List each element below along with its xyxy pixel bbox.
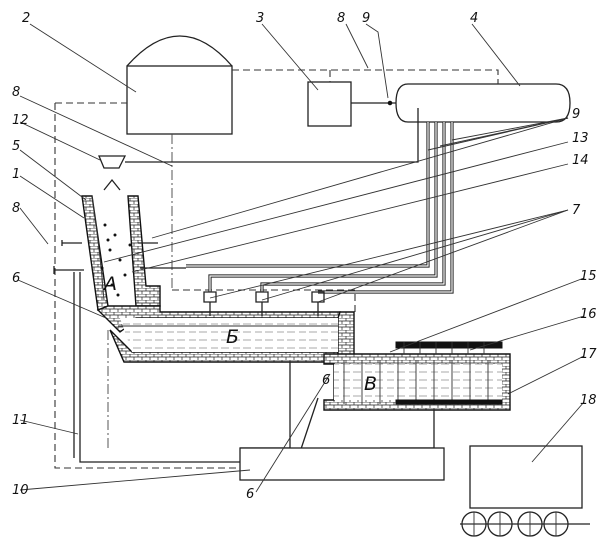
dashed-to-channel	[172, 289, 356, 316]
collector-unit	[239, 447, 445, 481]
shaft-furnace	[53, 195, 186, 311]
settling-channel	[96, 291, 355, 363]
pipe-4-core	[318, 122, 453, 293]
callout-6-bottom: 6	[246, 487, 254, 502]
callout-9-right: 9	[572, 107, 580, 122]
charge-material	[100, 223, 132, 297]
callout-16: 16	[580, 307, 597, 322]
node-dot	[387, 100, 393, 106]
horizontal-vessel	[395, 83, 571, 123]
callout-13: 13	[572, 131, 589, 146]
zone-label-b: Б	[226, 326, 239, 348]
burner	[98, 108, 419, 191]
return-line-2	[380, 410, 435, 449]
drain-line	[299, 397, 319, 453]
pipe-3-core	[261, 122, 445, 292]
callout-10: 10	[12, 483, 29, 498]
callout-15: 15	[580, 269, 597, 284]
callout-4: 4	[470, 11, 478, 26]
pipe-1-core	[186, 122, 429, 267]
gas-holder	[126, 35, 233, 135]
callout-6-chamber: 6	[322, 373, 330, 388]
callout-7: 7	[572, 203, 581, 218]
leader-lines	[17, 23, 585, 493]
zone-label-a: А	[102, 273, 117, 295]
callout-2: 2	[22, 11, 30, 26]
callout-8-lower: 8	[12, 201, 20, 216]
callout-labels: 2 3 8 9 4 8 12 5 1 8 6 11 10 6 9 13 14 7…	[12, 11, 597, 502]
rail-wagon	[460, 445, 590, 537]
callout-11: 11	[12, 413, 29, 428]
return-line-11	[79, 272, 240, 463]
dashed-line-top	[232, 69, 499, 84]
callout-6-left: 6	[12, 271, 20, 286]
callout-8-top: 8	[337, 11, 345, 26]
callout-18: 18	[580, 393, 597, 408]
tank-chamber	[323, 341, 511, 411]
callout-9-top: 9	[362, 11, 370, 26]
callout-1: 1	[12, 167, 20, 182]
pipe-1	[186, 122, 430, 268]
return-line-1	[240, 362, 291, 449]
callout-14: 14	[572, 153, 589, 168]
callout-3: 3	[256, 11, 264, 26]
callout-8-left: 8	[12, 85, 20, 100]
callout-5: 5	[12, 139, 20, 154]
callout-12: 12	[12, 113, 29, 128]
pipe-2-core	[209, 122, 437, 292]
dashed-left-loop	[54, 103, 240, 469]
callout-17: 17	[580, 347, 597, 362]
control-unit	[307, 81, 352, 127]
zone-label-v: В	[364, 373, 377, 395]
